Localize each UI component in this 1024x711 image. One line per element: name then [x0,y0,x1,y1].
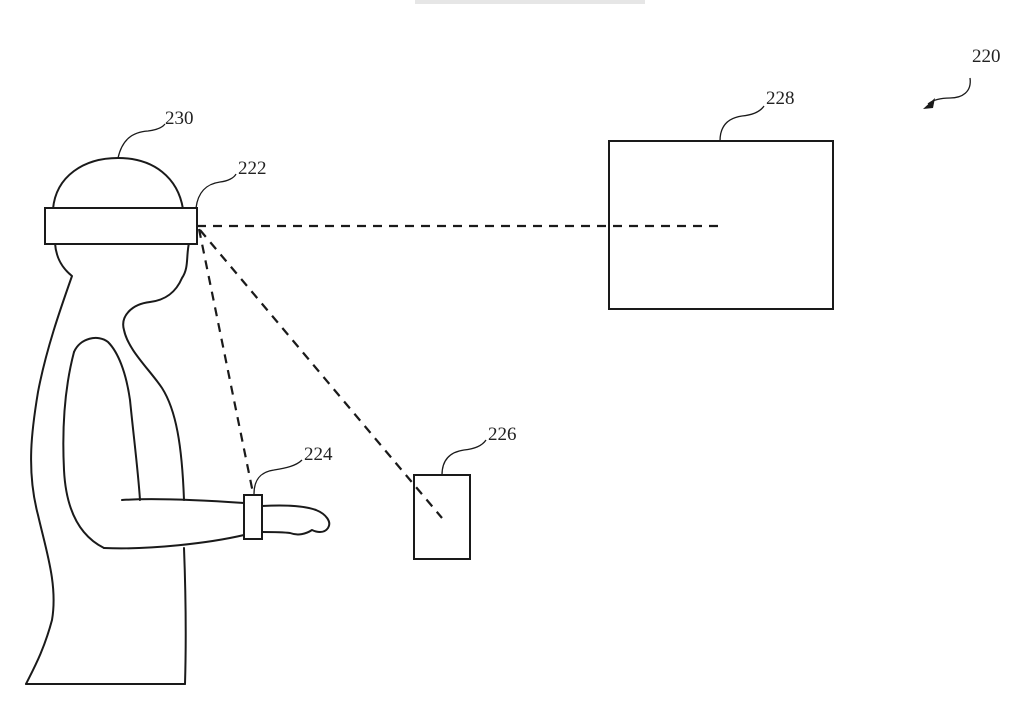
label-228: 228 [766,88,795,109]
display-screen [608,140,834,310]
user-forearm-bottom [103,534,245,550]
top-edge-fragment [415,0,645,4]
label-220: 220 [972,46,1001,67]
label-224: 224 [304,444,333,465]
user-front-contour [122,242,190,501]
user-arm-inner [73,336,141,501]
user-hand [261,504,331,536]
leader-230 [117,123,166,159]
user-head [52,157,184,210]
leader-226 [441,439,487,476]
wrist-device [243,494,263,540]
leader-222 [195,173,237,209]
sight-line-to-wrist-device [197,228,255,494]
label-222: 222 [238,158,267,179]
user-back-contour [25,242,73,685]
label-230: 230 [165,108,194,129]
head-mounted-device [44,207,198,245]
user-lower-front [183,547,187,685]
sight-line-to-handheld-device [199,229,443,519]
leader-228 [719,105,765,142]
leader-220-arrowhead [923,98,935,109]
user-forearm-top [121,498,245,504]
label-226: 226 [488,424,517,445]
leader-224 [253,459,303,495]
user-arm-back [62,351,105,549]
user-figure [25,157,331,685]
